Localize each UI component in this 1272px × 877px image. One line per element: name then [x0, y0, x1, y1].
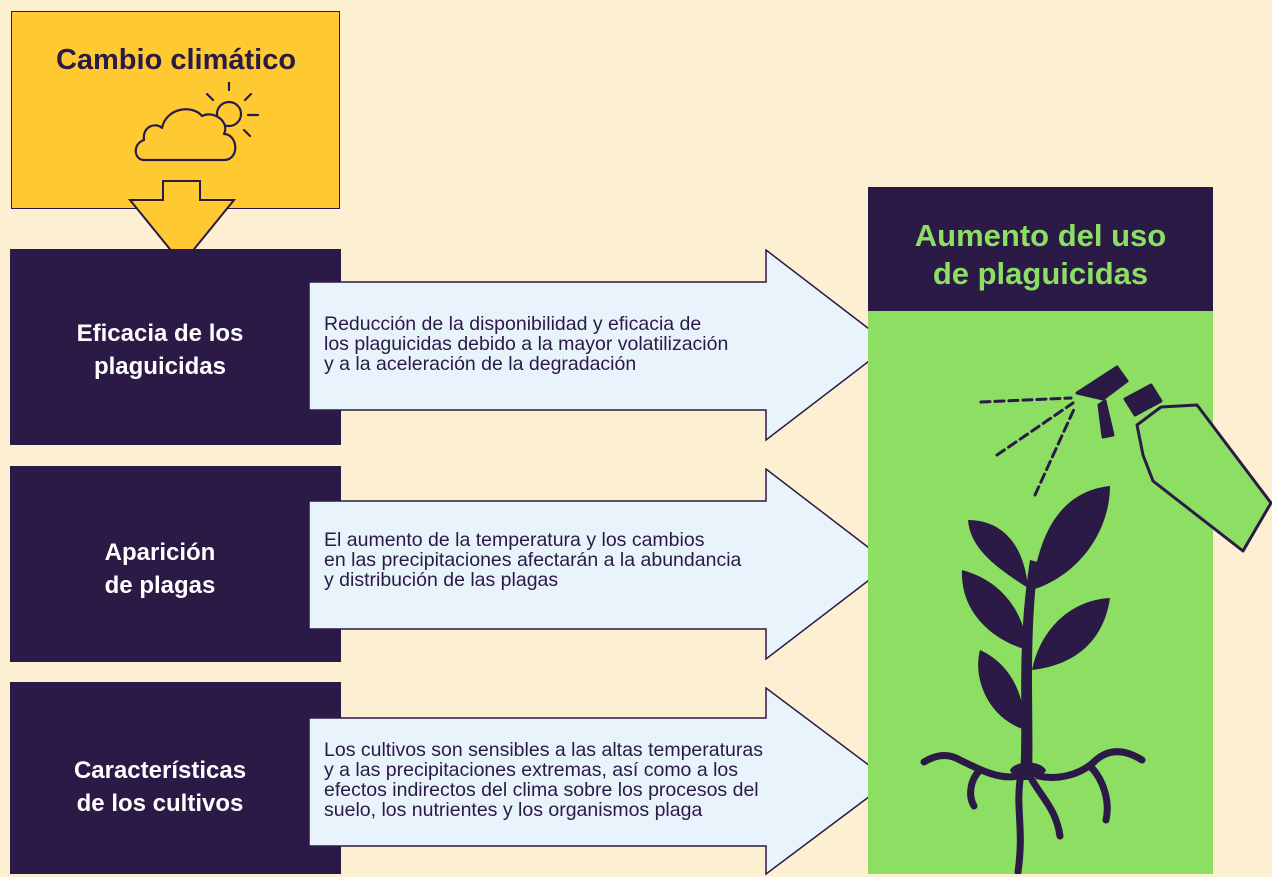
arrow-text-pest-appearance: El aumento de la temperatura y los cambi… [324, 529, 742, 591]
arrow-text-pesticide-efficacy: Reducción de la disponibilidad y eficaci… [324, 313, 729, 375]
arrow-pesticide-efficacy [308, 249, 892, 442]
row-pest-appearance: Aparición de plagas [10, 466, 341, 662]
climate-change-title: Cambio climático [55, 44, 297, 76]
result-header: Aumento del uso de plaguicidas [868, 187, 1213, 311]
result-title: Aumento del uso de plaguicidas [914, 218, 1167, 291]
climate-change-box [11, 11, 340, 209]
row-title: Aparición de plagas [104, 539, 216, 599]
arrow-crop-characteristics [308, 687, 892, 876]
cloud-sun-icon [134, 82, 260, 162]
arrow-text-crop-characteristics: Los cultivos son sensibles a las altas t… [324, 739, 763, 821]
row-crop-characteristics: Características de los cultivos [10, 682, 341, 874]
down-arrow [127, 180, 237, 266]
spray-bottle-icon [979, 365, 1272, 553]
row-title: Características de los cultivos [73, 757, 247, 817]
plant-icon [920, 486, 1146, 874]
row-title: Eficacia de los plaguicidas [76, 320, 244, 380]
arrow-pest-appearance [308, 468, 892, 661]
row-pesticide-efficacy: Eficacia de los plaguicidas [10, 249, 341, 445]
